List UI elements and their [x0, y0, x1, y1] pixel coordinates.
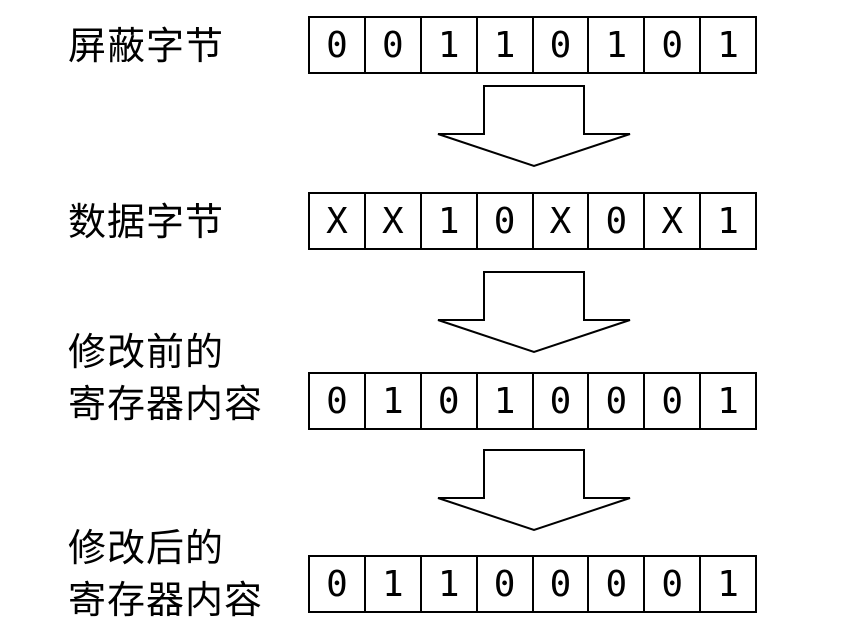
after-bit-7: 0 [310, 557, 366, 611]
after-bit-1: 0 [645, 557, 702, 611]
before-bit-0: 1 [717, 380, 739, 422]
register-before-label-line-1: 修改前的 [68, 330, 225, 374]
data-bit-2: 0 [589, 194, 646, 248]
register-before-register: 0 1 0 1 0 0 0 1 [308, 372, 757, 430]
register-after-label: 修改后的 寄存器内容 [68, 522, 263, 626]
before-bit-7: 0 [310, 374, 366, 428]
register-before-label-line-2: 寄存器内容 [68, 382, 264, 426]
data-bit-6: X [366, 194, 422, 248]
register-after-label-line-2: 寄存器内容 [68, 578, 264, 622]
mask-byte-label: 屏蔽字节 [68, 20, 224, 72]
before-bit-2: 0 [589, 374, 646, 428]
mask-bit-7: 0 [310, 18, 366, 72]
down-arrow-3-icon [437, 449, 631, 532]
before-bit-3: 0 [534, 374, 590, 428]
mask-bit-0: 1 [717, 24, 739, 66]
register-after-label-line-1: 修改后的 [68, 526, 225, 570]
before-bit-1: 0 [645, 374, 702, 428]
mask-bit-3: 0 [534, 18, 590, 72]
register-after-register: 0 1 1 0 0 0 0 1 [308, 555, 757, 613]
after-bit-5: 1 [422, 557, 478, 611]
after-bit-0: 1 [717, 563, 739, 605]
after-bit-2: 0 [589, 557, 646, 611]
data-bit-7: X [310, 194, 366, 248]
register-before-label: 修改前的 寄存器内容 [68, 326, 263, 430]
data-bit-3: X [534, 194, 590, 248]
before-bit-5: 0 [422, 374, 478, 428]
data-byte-register: X X 1 0 X 0 X 1 [308, 192, 757, 250]
down-arrow-2-icon [437, 271, 631, 354]
after-bit-3: 0 [534, 557, 590, 611]
mask-bit-1: 0 [645, 18, 702, 72]
mask-bit-4: 1 [478, 18, 534, 72]
data-byte-label: 数据字节 [68, 196, 224, 248]
mask-bit-6: 0 [366, 18, 422, 72]
down-arrow-1-icon [437, 85, 631, 168]
data-bit-1: X [645, 194, 702, 248]
mask-bit-5: 1 [422, 18, 478, 72]
mask-byte-label-line: 屏蔽字节 [68, 24, 225, 68]
before-bit-6: 1 [366, 374, 422, 428]
before-bit-4: 1 [478, 374, 534, 428]
data-bit-0: 1 [717, 200, 739, 242]
mask-byte-register: 0 0 1 1 0 1 0 1 [308, 16, 757, 74]
mask-bit-2: 1 [589, 18, 646, 72]
data-bit-4: 0 [478, 194, 534, 248]
data-bit-5: 1 [422, 194, 478, 248]
after-bit-4: 0 [478, 557, 534, 611]
after-bit-6: 1 [366, 557, 422, 611]
data-byte-label-line: 数据字节 [68, 200, 225, 244]
